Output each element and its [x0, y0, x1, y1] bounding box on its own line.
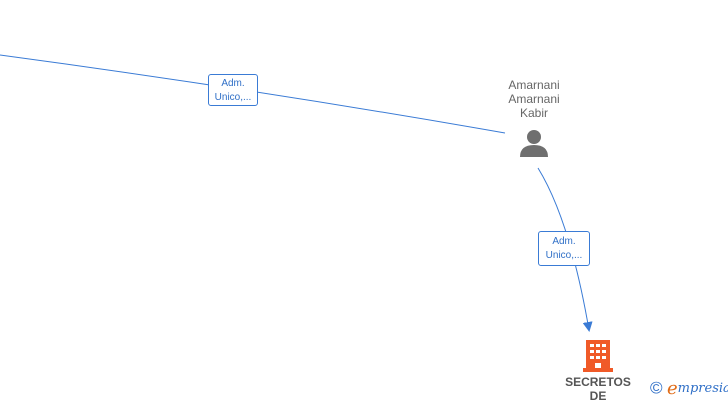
copyright-symbol: © [650, 378, 663, 398]
company-name: SECRETOS DE [556, 375, 640, 403]
person-name-line-1: Amarnani [508, 78, 560, 92]
person-icon [520, 130, 548, 157]
empresia-logo: © empresia [650, 378, 728, 400]
relation-label-2-line2: Unico,... [545, 250, 583, 261]
company-name-line-2: DE [589, 389, 607, 403]
person-name-line-2: Amarnani [508, 92, 560, 106]
person-name: Amarnani Amarnani Kabir [496, 78, 572, 120]
relation-label-1-line1: Adm. [221, 78, 245, 89]
relation-label-2-line1: Adm. [552, 236, 576, 247]
relation-label-1[interactable]: Adm. Unico,... [208, 74, 258, 106]
building-icon [583, 340, 613, 372]
relation-label-2[interactable]: Adm. Unico,... [538, 231, 590, 266]
brand-initial: e [666, 378, 678, 399]
person-node[interactable]: Amarnani Amarnani Kabir [496, 78, 572, 157]
company-node[interactable]: SECRETOS DE [556, 338, 640, 403]
relation-label-1-line2: Unico,... [214, 92, 252, 103]
person-name-line-3: Kabir [519, 106, 548, 120]
brand-name: mpresia [677, 381, 728, 396]
company-name-line-1: SECRETOS [565, 375, 631, 389]
